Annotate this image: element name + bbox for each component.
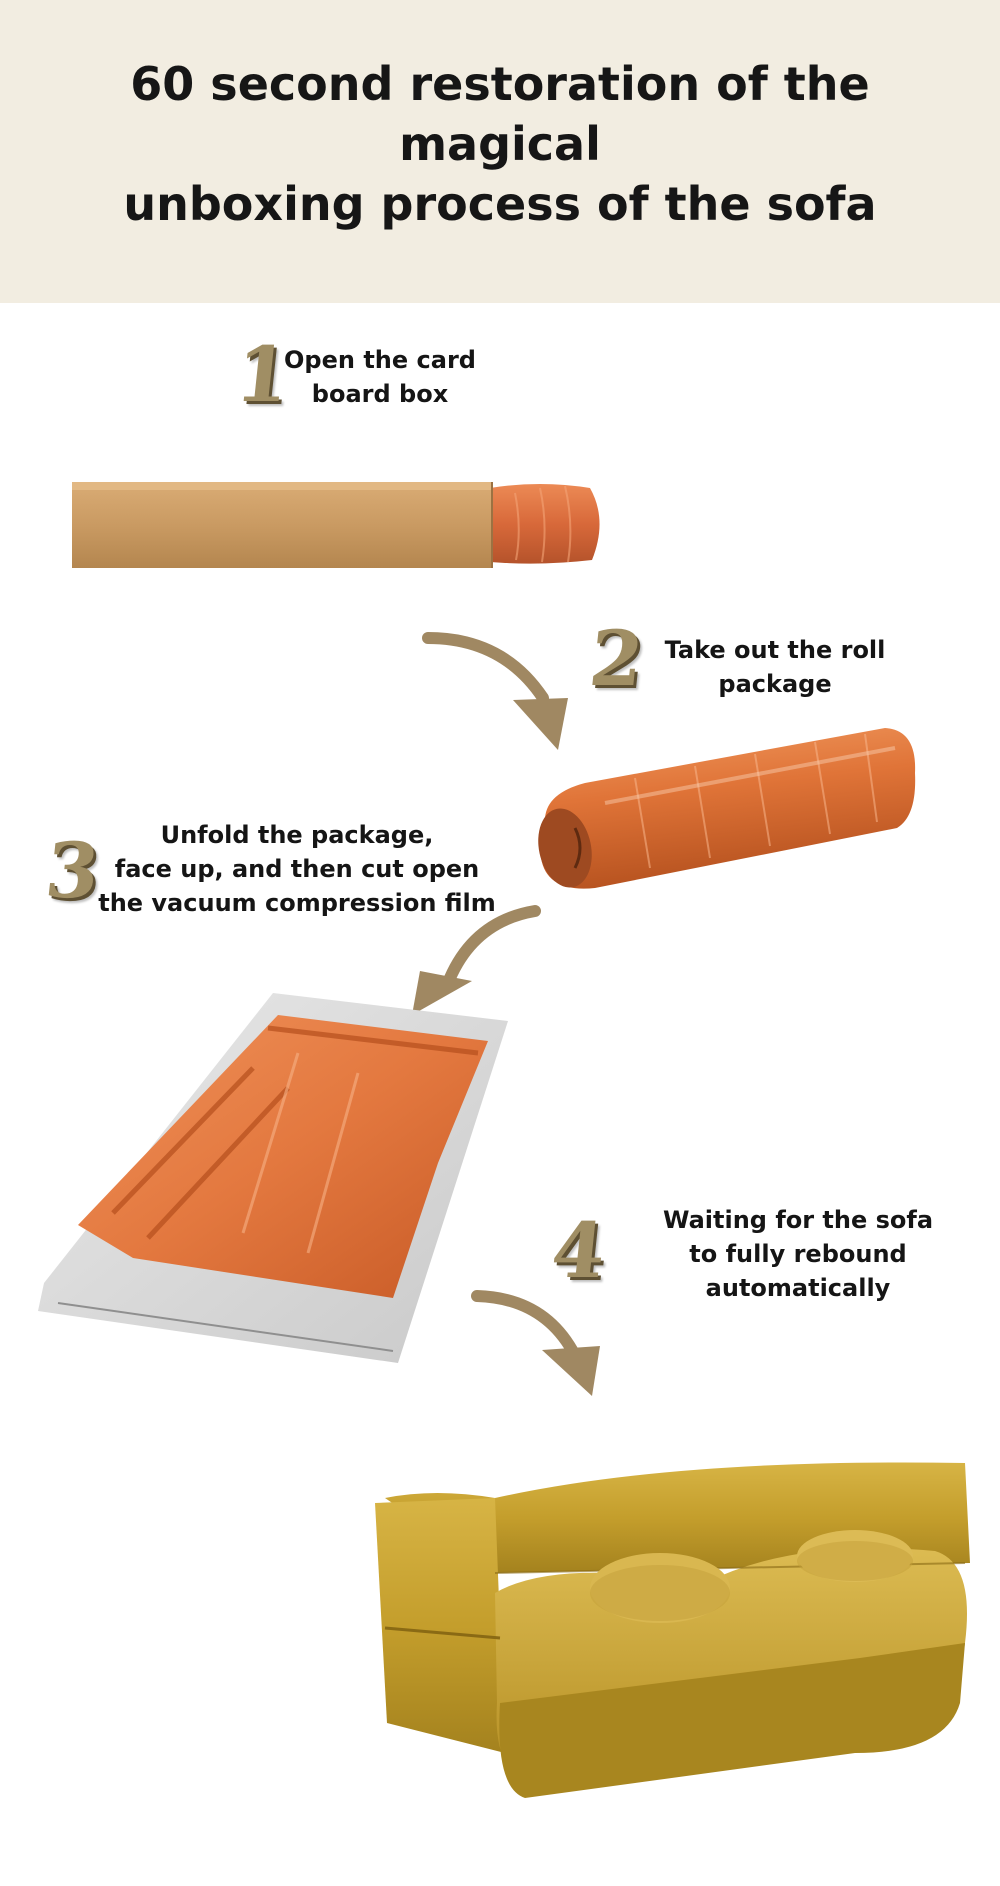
step-2-text: Take out the roll package [664, 636, 886, 698]
step-1-text: Open the card board box [284, 346, 476, 408]
page-title: 60 second restoration of the magical unb… [123, 56, 877, 231]
steps-area: 1 Open the card board box 2 Take out the… [0, 303, 1000, 1886]
arrow-down-right-icon [422, 632, 568, 750]
header-banner: 60 second restoration of the magical unb… [0, 0, 1000, 303]
step-2-number: 2 [585, 614, 648, 703]
cardboard-box-image [72, 482, 600, 568]
roll-package-image [538, 728, 916, 889]
step-3-text: Unfold the package, face up, and then cu… [98, 821, 496, 917]
unfolded-package-image [38, 993, 508, 1363]
sofa-image [375, 1462, 970, 1798]
arrow-down-left-icon [412, 905, 541, 1015]
arrow-down-right-icon-2 [471, 1290, 600, 1396]
step-4-text: Waiting for the sofa to fully rebound au… [662, 1206, 934, 1302]
